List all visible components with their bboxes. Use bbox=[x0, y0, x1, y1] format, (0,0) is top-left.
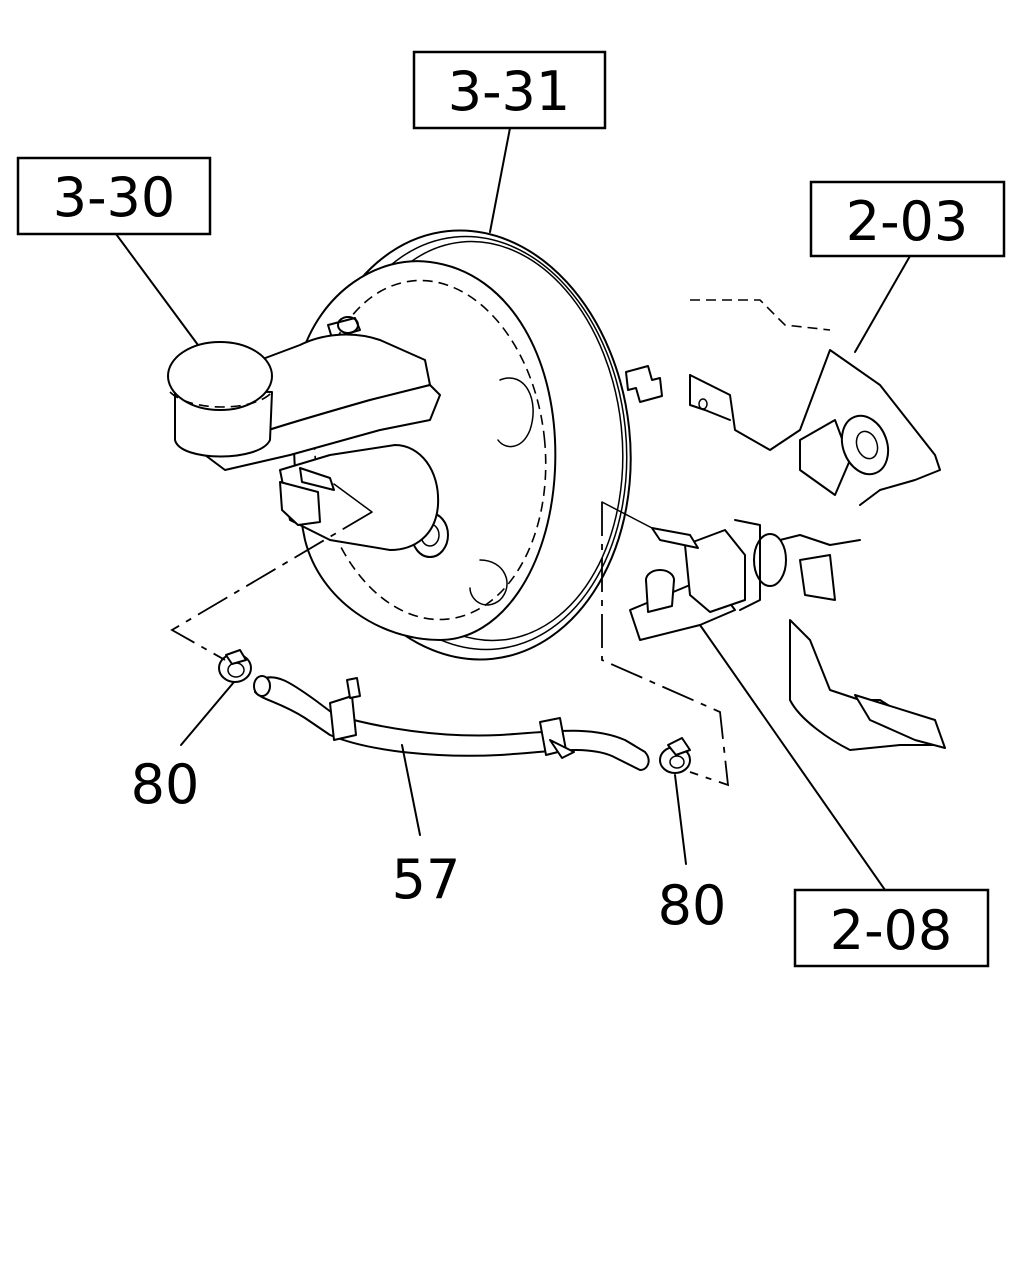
ref-box-3-31[interactable]: 3-31 bbox=[412, 50, 607, 130]
part-number-57[interactable]: 57 bbox=[392, 848, 461, 911]
ref-box-3-30[interactable]: 3-30 bbox=[16, 156, 212, 236]
part-number-80-left[interactable]: 80 bbox=[131, 753, 200, 816]
leader-lines bbox=[115, 127, 911, 891]
master-cylinder bbox=[167, 333, 441, 551]
part-number-80-right[interactable]: 80 bbox=[658, 874, 727, 937]
check-valve-fitting bbox=[601, 501, 787, 641]
ref-label-2-08: 2-08 bbox=[830, 899, 953, 962]
ref-box-2-03[interactable]: 2-03 bbox=[809, 180, 1006, 258]
ref-label-3-30: 3-30 bbox=[53, 166, 176, 229]
ref-label-2-03: 2-03 bbox=[846, 190, 969, 253]
assembly-phantom-lines bbox=[170, 502, 730, 787]
hose-clamp-left bbox=[218, 649, 252, 683]
brake-booster bbox=[292, 229, 663, 661]
vacuum-hose bbox=[253, 675, 650, 771]
pedal-bracket bbox=[689, 299, 946, 751]
ref-label-3-31: 3-31 bbox=[448, 60, 571, 123]
hose-clamp-right bbox=[659, 737, 691, 774]
ref-box-2-08[interactable]: 2-08 bbox=[793, 888, 990, 968]
